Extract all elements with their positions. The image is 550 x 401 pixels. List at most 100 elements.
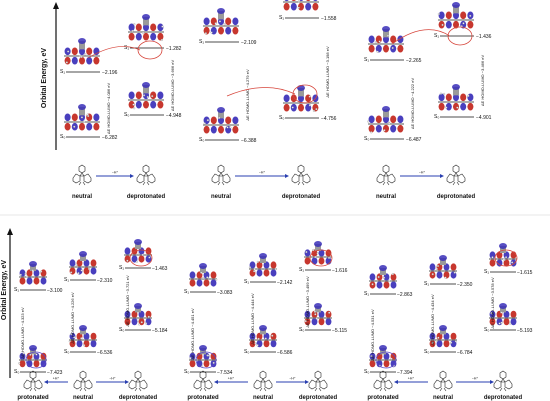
state-label-s0: S₀ [424,349,429,355]
structure-neutral [72,164,92,186]
deprotonation-arrow: −H⁺ [96,377,129,384]
arrow-label: −H⁺ [419,171,426,175]
state-label-s0: S₀ [244,349,249,355]
arrow-label: +H⁺ [53,377,60,381]
state-label-s0: S₀ [364,369,369,375]
homo-lumo-gap-label: ΔE HOMO-LUMO −4.434 eV [430,294,435,346]
deprotonation-arrow: −H⁺ [235,171,289,178]
highlight-ring [292,84,318,104]
orbital-lumo [124,239,152,263]
deprotonation-arrow: −H⁺ [456,377,494,384]
orbital-homo [203,107,239,134]
orbital-homo [367,106,404,134]
orbital-homo [124,303,152,326]
orbital-homo [438,84,474,111]
homo-lumo-gap-label: ΔE HOMO-LUMO −3.466 eV [480,55,485,107]
energy-value-s1: −1.615 [517,270,533,276]
state-label-s1: S₁ [484,269,489,275]
state-label-s1: S₁ [14,287,19,293]
species-label: protonated [187,395,219,401]
state-label-s0: S₀ [60,134,65,140]
energy-value-s1: −1.616 [332,268,348,274]
homo-lumo-gap-label: ΔE HOMO-LUMO −4.279 eV [245,69,250,121]
homo-lumo-gap-label: ΔE HOMO-LUMO −4.222 eV [410,78,415,130]
orbital-homo [429,325,457,348]
orbital-lumo [189,263,218,287]
homo-lumo-gap-label: ΔE HOMO-LUMO −4.086 eV [106,83,111,135]
energy-value-s0: −5.184 [152,328,168,334]
orbital-lumo [64,38,100,65]
energy-value-s0: −6.388 [241,138,257,144]
energy-value-s1: −3.100 [47,288,63,294]
energy-axis-arrowhead [53,2,59,9]
energy-value-s1: −3.083 [217,290,233,296]
orbital-lumo [369,265,397,289]
highlight-ring [129,249,153,267]
highlight-ring-homo [375,351,397,369]
state-label-s0: S₀ [119,327,124,333]
deprotonation-arrow: −H⁺ [276,377,309,384]
highlight-ring-homo [195,351,217,369]
orbital-homo [283,85,319,113]
arrow-label: +H⁺ [228,377,235,381]
species-label: neutral [433,395,453,401]
highlight-ring-homo [25,351,47,369]
homo-lumo-gap-label: ΔE HOMO-LUMO −4.226 eV [70,292,75,344]
species-label: deprotonated [119,395,158,401]
energy-axis-arrowhead [7,228,13,235]
homo-lumo-gap-label: ΔE HOMO-LUMO −3.198 eV [325,46,330,98]
species-label: neutral [253,395,273,401]
species-label: deprotonated [127,194,166,200]
structure-neutral [211,164,231,186]
state-label-s1: S₁ [299,267,304,273]
arrow-label: −H⁺ [259,171,266,175]
species-label: neutral [73,395,93,401]
energy-value-s1: −2.109 [241,40,257,46]
orbital-homo [189,345,217,368]
orbital-lumo [368,26,404,53]
highlight-connector [391,29,451,45]
orbital-lumo [437,2,474,29]
state-label-s1: S₁ [184,289,189,295]
state-label-s0: S₀ [484,327,489,333]
species-label: neutral [211,194,231,200]
orbital-lumo [19,261,47,285]
energy-value-s1: −1.463 [152,266,168,272]
species-label: deprotonated [484,395,523,401]
energy-value-s1: −2.350 [457,282,473,288]
axis-title: Orbital Energy, eV [1,260,8,320]
highlight-ring [494,249,518,267]
highlight-ring [309,249,333,267]
energy-value-s0: −6.487 [406,137,422,143]
structure-deprotonated [136,164,156,186]
state-label-s0: S₀ [299,327,304,333]
orbital-lumo [429,255,457,279]
state-label-s1: S₁ [434,33,439,39]
highlight-connector [87,46,141,59]
species-label: deprotonated [437,194,476,200]
highlight-connector [226,87,296,97]
structure-deprotonated [446,164,466,186]
homo-lumo-gap-label: ΔE HOMO-LUMO −4.323 eV [20,307,25,359]
homo-lumo-gap-label: ΔE HOMO-LUMO −4.444 eV [250,293,255,345]
structure-protonated [23,370,43,392]
energy-value-s1: −2.310 [97,278,113,284]
state-label-s1: S₁ [60,69,65,75]
arrow-label: −H⁺ [289,377,296,381]
state-label-s1: S₁ [364,57,369,63]
homo-lumo-gap-label: ΔE HOMO-LUMO −3.578 eV [490,277,495,329]
orbital-homo [128,82,164,110]
structure-protonated [193,370,213,392]
energy-value-s0: −6.586 [277,350,293,356]
structure-neutral [433,370,453,392]
orbital-lumo [248,253,277,277]
energy-value-s0: −7.534 [217,370,233,376]
orbital-lumo [283,0,319,11]
